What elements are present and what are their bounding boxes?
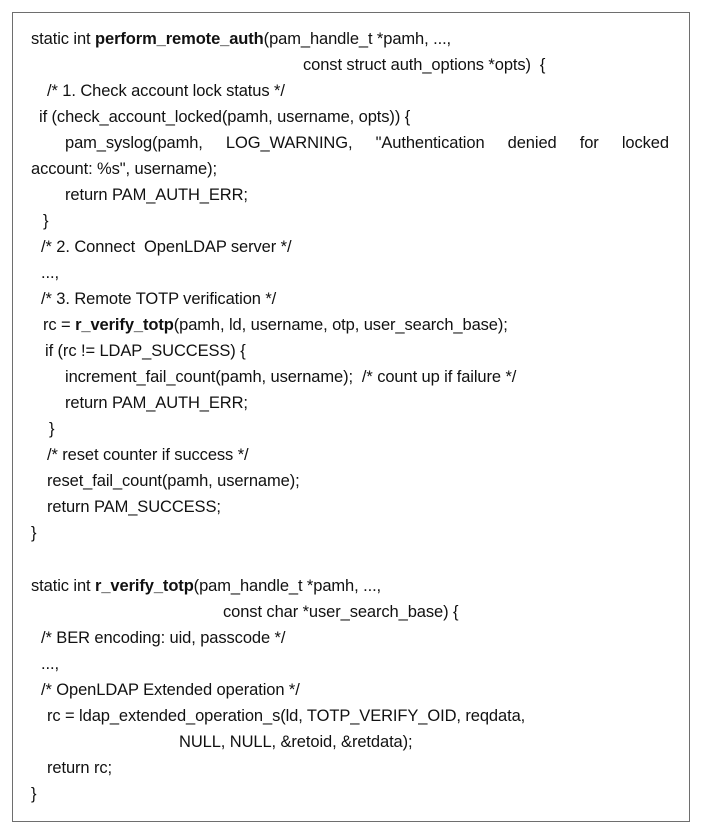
- code-text: (pam_handle_t *pamh, ...,: [263, 30, 452, 48]
- code-line: return rc;: [47, 759, 113, 777]
- code-comment: /* 3. Remote TOTP verification */: [41, 290, 277, 308]
- code-word: denied: [507, 134, 557, 152]
- code-line: }: [49, 420, 55, 438]
- code-line: static int perform_remote_auth(pam_handl…: [31, 26, 451, 52]
- code-listing-frame: static int perform_remote_auth(pam_handl…: [12, 12, 690, 822]
- code-line: return PAM_SUCCESS;: [47, 498, 221, 516]
- code-word: pam_syslog(pamh,: [65, 134, 203, 152]
- code-line: if (rc != LDAP_SUCCESS) {: [45, 342, 246, 360]
- code-line: rc = ldap_extended_operation_s(ld, TOTP_…: [47, 707, 526, 725]
- code-listing: static int perform_remote_auth(pam_handl…: [13, 13, 689, 821]
- code-line: static int r_verify_totp(pam_handle_t *p…: [31, 573, 381, 599]
- code-comment: /* OpenLDAP Extended operation */: [41, 681, 300, 699]
- code-line: reset_fail_count(pamh, username);: [47, 472, 300, 490]
- code-comment: /* 1. Check account lock status */: [47, 82, 285, 100]
- code-word: for: [579, 134, 599, 152]
- code-line: rc = r_verify_totp(pamh, ld, username, o…: [43, 312, 508, 338]
- code-line: account: %s", username);: [31, 160, 217, 178]
- code-line: ...,: [41, 264, 59, 282]
- code-line: pam_syslog(pamh, LOG_WARNING, "Authentic…: [65, 130, 669, 156]
- code-word: "Authentication: [375, 134, 485, 152]
- code-line: }: [31, 524, 37, 542]
- code-line: ...,: [41, 655, 59, 673]
- code-line: increment_fail_count(pamh, username); /*…: [65, 368, 517, 386]
- code-text: rc =: [43, 316, 76, 334]
- code-text: (pam_handle_t *pamh, ...,: [193, 577, 382, 595]
- code-text: (pamh, ld, username, otp, user_search_ba…: [173, 316, 508, 334]
- code-line: NULL, NULL, &retoid, &retdata);: [179, 733, 413, 751]
- code-comment: /* reset counter if success */: [47, 446, 249, 464]
- code-word: locked: [621, 134, 669, 152]
- function-name: r_verify_totp: [95, 577, 194, 595]
- code-line: }: [31, 785, 37, 803]
- code-text: static int: [31, 577, 96, 595]
- code-line: const char *user_search_base) {: [223, 603, 459, 621]
- code-line: }: [43, 212, 49, 230]
- code-text: static int: [31, 30, 96, 48]
- code-line: const struct auth_options *opts) {: [303, 56, 546, 74]
- code-line: if (check_account_locked(pamh, username,…: [39, 108, 411, 126]
- function-name: r_verify_totp: [75, 316, 174, 334]
- code-comment: /* 2. Connect OpenLDAP server */: [41, 238, 292, 256]
- function-name: perform_remote_auth: [95, 30, 264, 48]
- code-line: return PAM_AUTH_ERR;: [65, 186, 248, 204]
- code-line: return PAM_AUTH_ERR;: [65, 394, 248, 412]
- code-word: LOG_WARNING,: [225, 134, 353, 152]
- code-comment: /* BER encoding: uid, passcode */: [41, 629, 286, 647]
